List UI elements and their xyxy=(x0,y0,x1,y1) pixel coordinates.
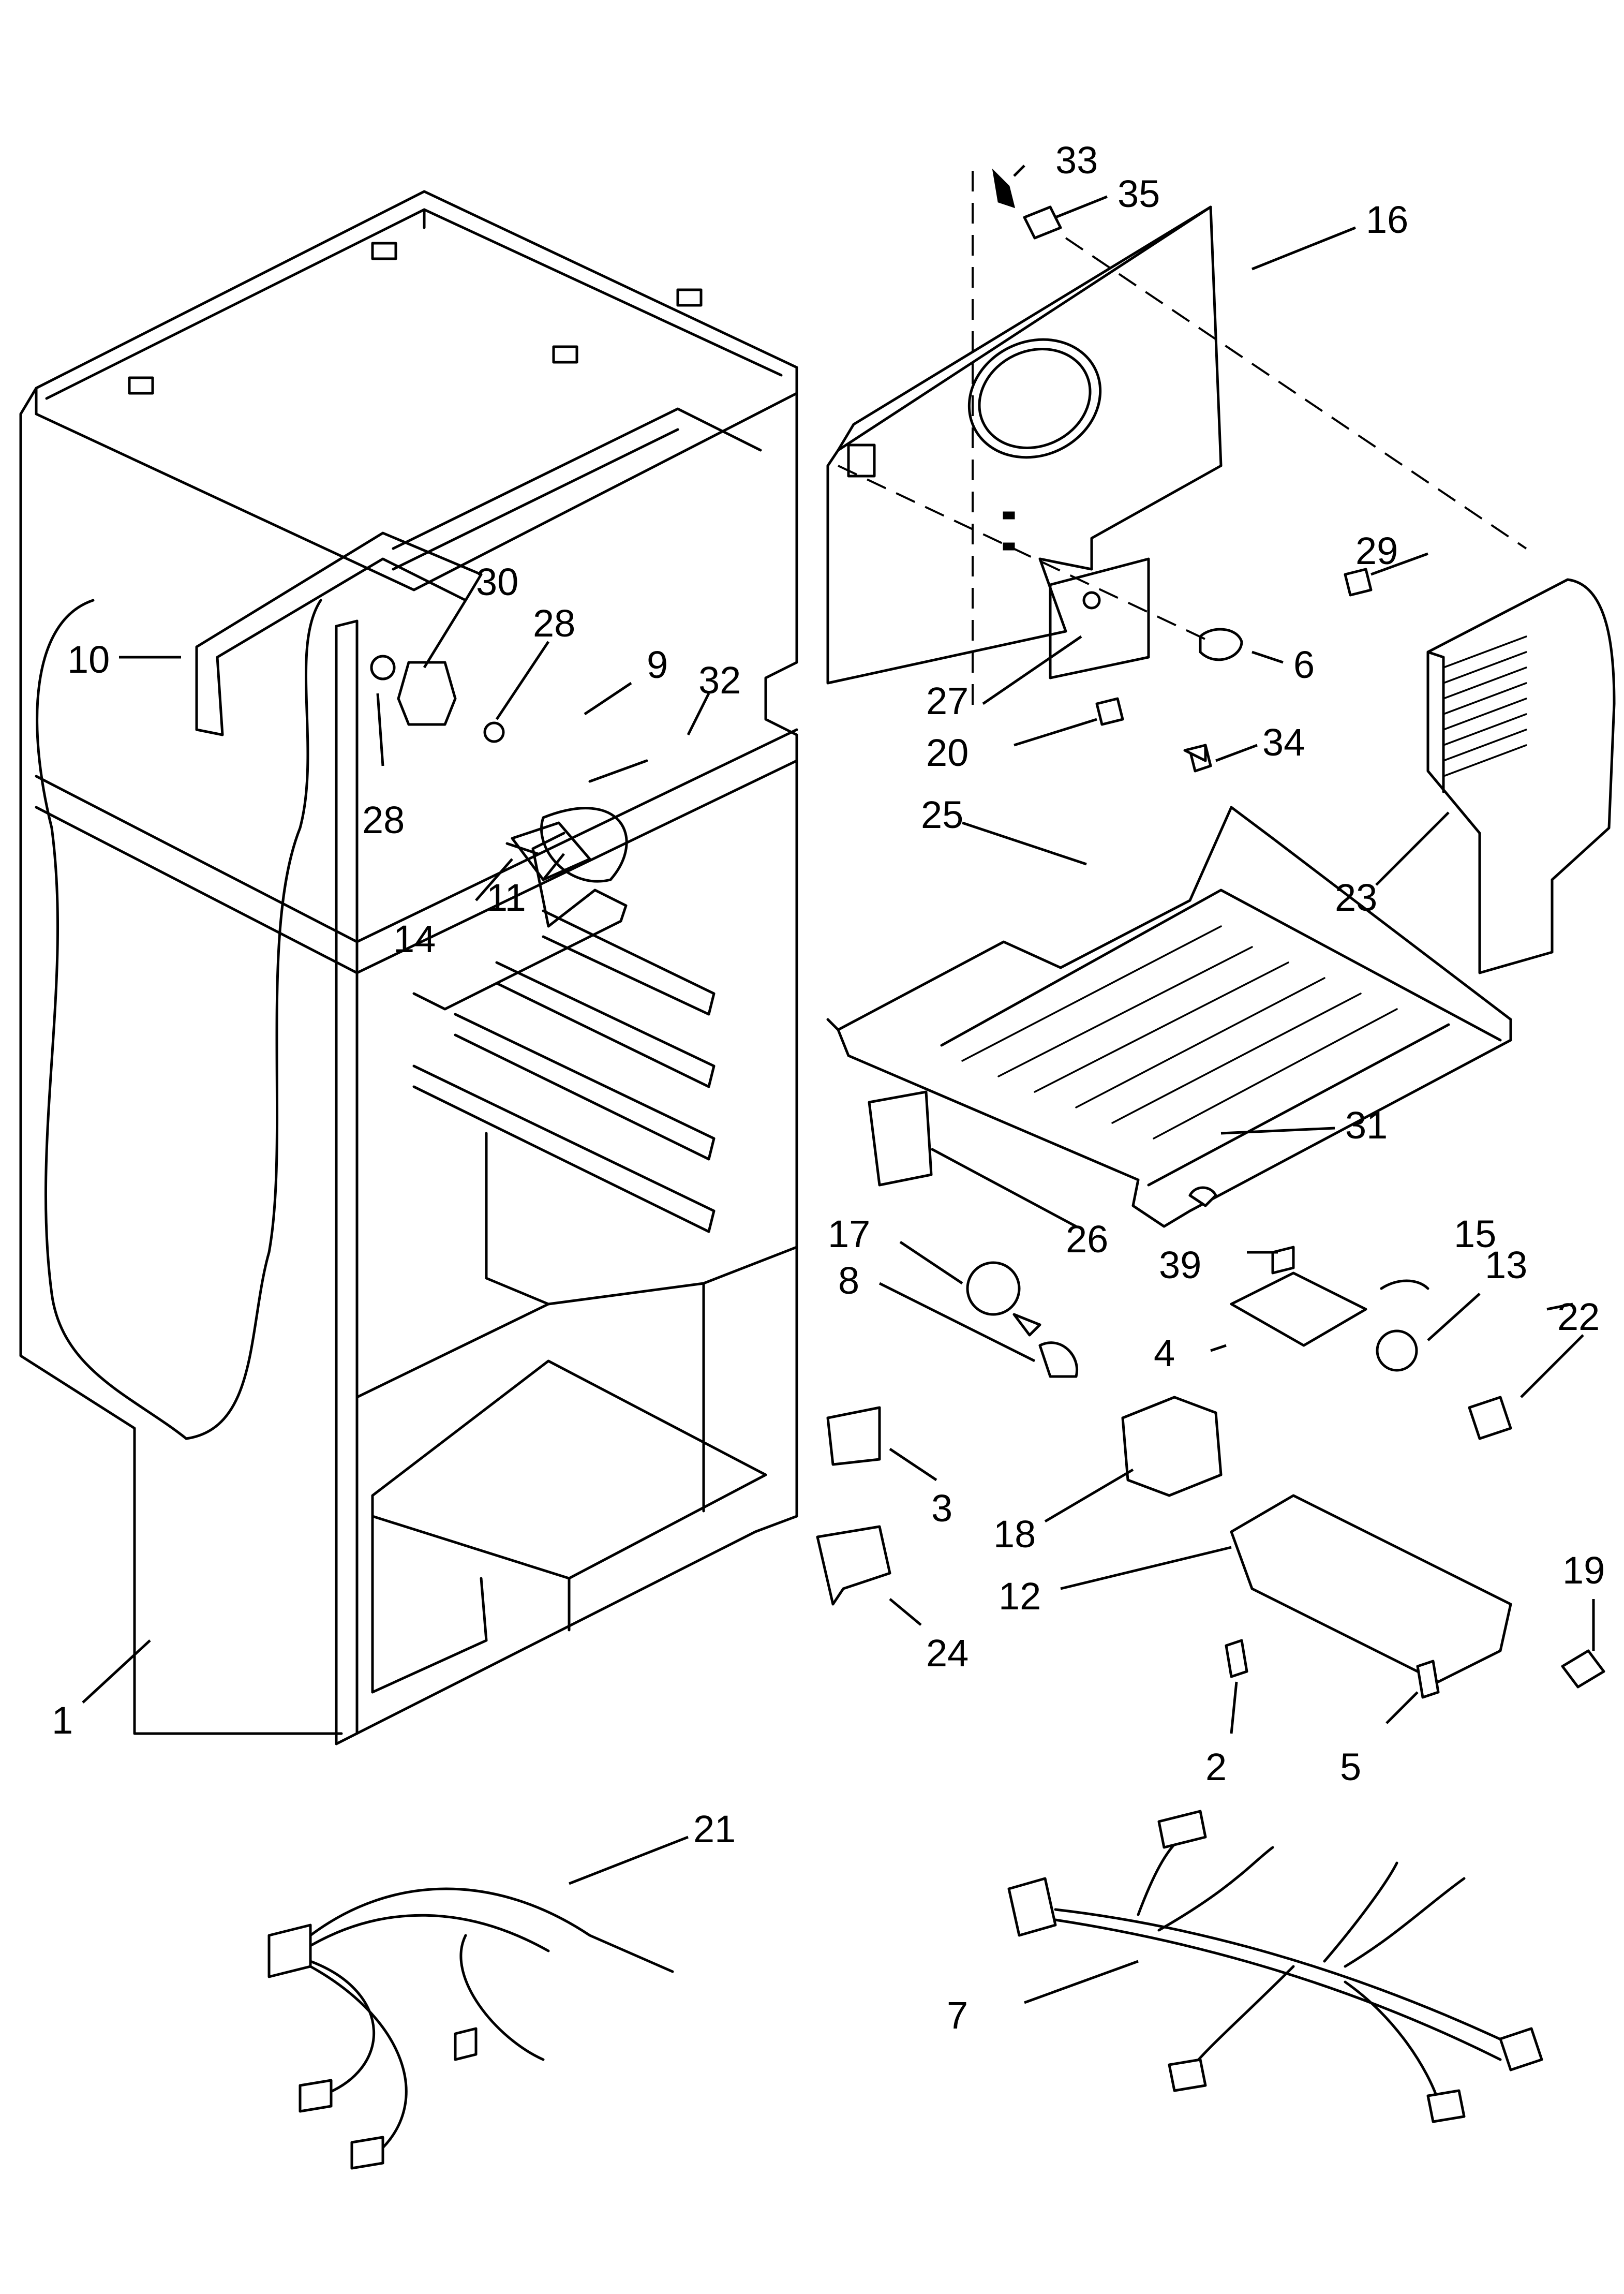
callout-12: 12 xyxy=(999,1575,1041,1618)
callout-18: 18 xyxy=(993,1513,1036,1556)
alignment-line xyxy=(838,465,1211,643)
leader-lines xyxy=(82,165,1595,2004)
callout-13: 13 xyxy=(1485,1244,1527,1286)
callout-27: 27 xyxy=(926,679,969,722)
fan-motor-assembly xyxy=(195,531,648,1011)
callout-26: 26 xyxy=(1066,1218,1108,1261)
callout-4: 4 xyxy=(1154,1331,1175,1374)
callout-14: 14 xyxy=(393,917,436,960)
callout-labels: 33 35 16 29 6 27 20 34 25 23 31 26 39 17… xyxy=(52,139,1605,2037)
callout-34: 34 xyxy=(1262,721,1305,764)
callout-3: 3 xyxy=(931,1487,952,1530)
callout-19: 19 xyxy=(1562,1549,1605,1592)
callout-31: 31 xyxy=(1345,1104,1388,1147)
callout-11: 11 xyxy=(486,876,526,919)
callout-5: 5 xyxy=(1340,1745,1361,1788)
callout-9: 9 xyxy=(647,643,668,686)
callout-16: 16 xyxy=(1366,198,1408,241)
callout-28-upper: 28 xyxy=(533,602,575,645)
callout-32: 32 xyxy=(698,659,741,702)
callout-15: 15 xyxy=(1454,1212,1496,1255)
callout-20: 20 xyxy=(926,731,969,774)
callout-23: 23 xyxy=(1335,876,1377,919)
callout-17: 17 xyxy=(828,1212,870,1255)
callout-1: 1 xyxy=(52,1699,73,1742)
small-parts xyxy=(816,744,1605,1699)
callout-29: 29 xyxy=(1355,529,1398,572)
callout-6: 6 xyxy=(1293,643,1315,686)
evaporator-shelf xyxy=(826,806,1512,1228)
wire-harness-21 xyxy=(267,1887,674,2170)
callout-39: 39 xyxy=(1159,1244,1201,1286)
callout-24: 24 xyxy=(926,1632,969,1675)
air-duct xyxy=(1426,578,1616,974)
alignment-line xyxy=(1065,237,1527,550)
callout-28-lower: 28 xyxy=(362,798,405,841)
callout-10: 10 xyxy=(67,638,110,681)
callout-25: 25 xyxy=(921,793,963,836)
callout-7: 7 xyxy=(947,1994,968,2037)
wire-harness-7 xyxy=(1007,1810,1543,2123)
callout-8: 8 xyxy=(838,1259,859,1302)
cabinet-liner xyxy=(19,190,798,1745)
callout-2: 2 xyxy=(1205,1745,1227,1788)
callout-21: 21 xyxy=(693,1808,736,1851)
evaporator-cover xyxy=(826,205,1223,685)
evaporator-cover-hole xyxy=(1049,557,1243,679)
callout-30: 30 xyxy=(476,560,518,603)
callout-22: 22 xyxy=(1557,1295,1600,1338)
callout-33: 33 xyxy=(1055,139,1098,182)
callout-35: 35 xyxy=(1118,172,1160,215)
